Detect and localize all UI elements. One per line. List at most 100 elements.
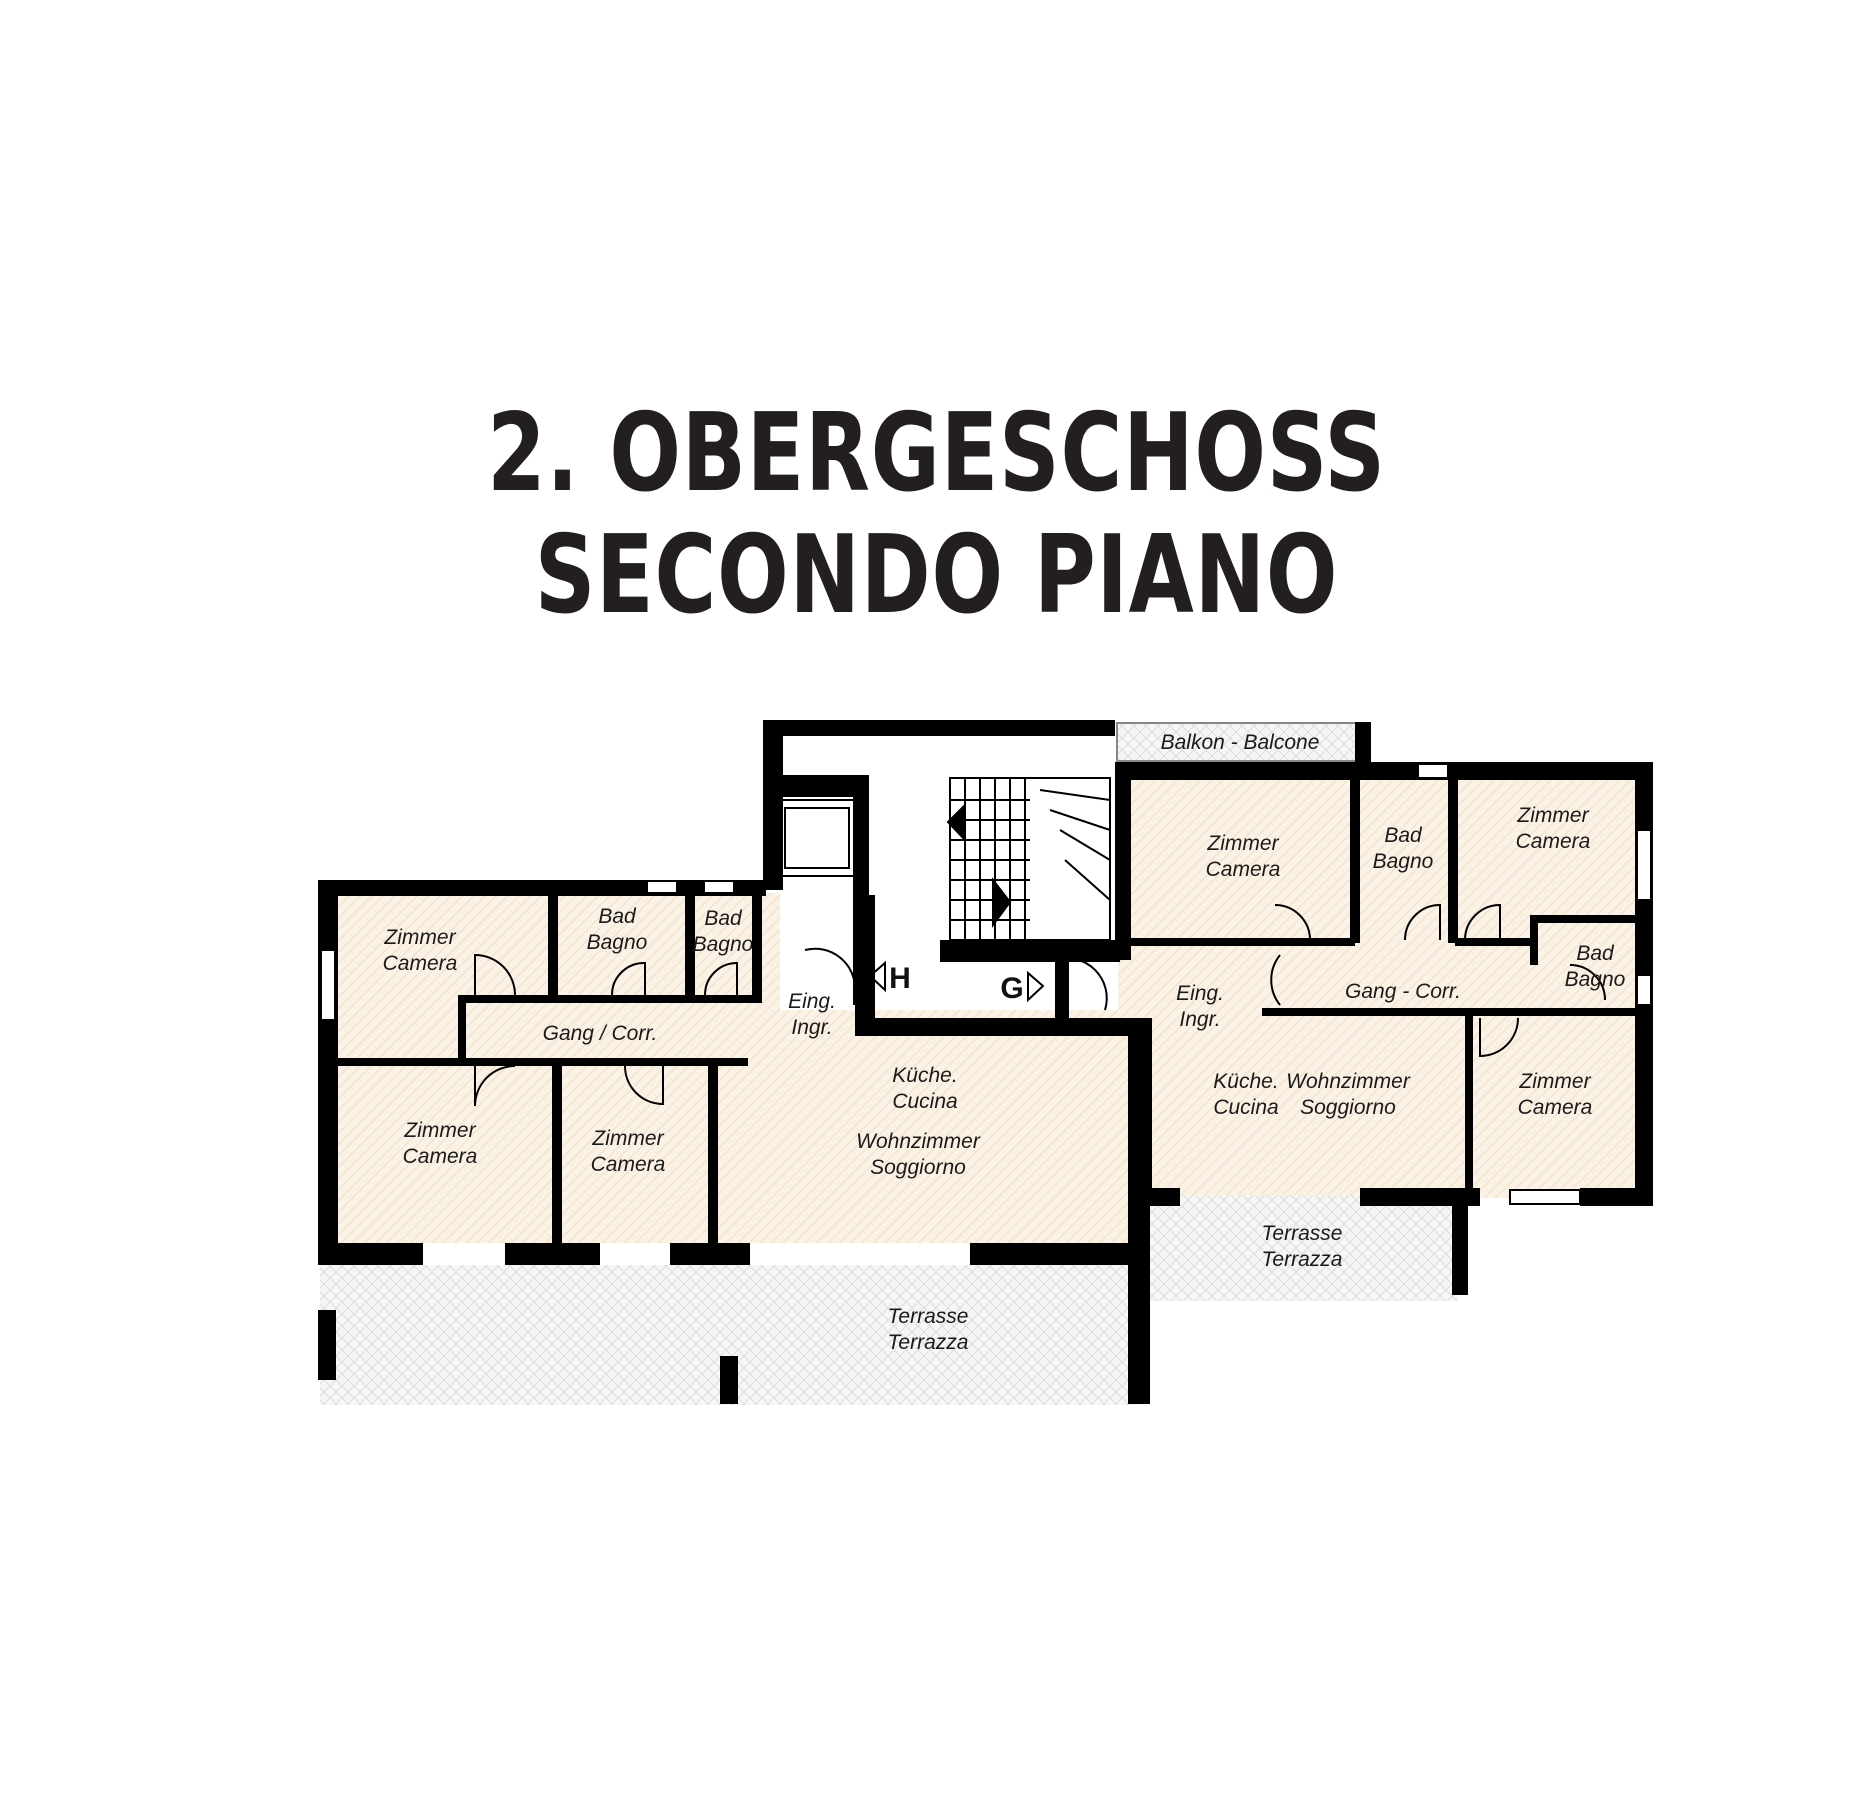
- east-terrace-floor: [1150, 1195, 1458, 1301]
- window: [1417, 763, 1449, 779]
- window: [703, 880, 735, 894]
- staircase: [946, 777, 1111, 941]
- room-label-e-wohn: Wohnzimmer: [1286, 1070, 1411, 1093]
- window: [646, 880, 678, 894]
- room-label-w-zimmer3: Zimmer: [591, 1127, 664, 1150]
- wall: [1448, 778, 1458, 943]
- stair-treads: [950, 778, 1111, 940]
- elevator: [777, 799, 857, 877]
- wall: [1115, 770, 1131, 960]
- wall: [552, 1062, 562, 1246]
- room-label-e-zimmer1: Zimmer: [1206, 832, 1279, 855]
- wall: [685, 893, 695, 1001]
- wall: [458, 995, 762, 1003]
- door: [1479, 1017, 1519, 1058]
- door: [1270, 954, 1281, 1006]
- room-label-w-kueche: Küche.: [892, 1064, 957, 1087]
- door: [1054, 957, 1108, 1011]
- room-label-e-terrasse: Terrazza: [1262, 1248, 1343, 1271]
- entrance-h-arrow: [868, 960, 886, 993]
- room-label-e-bad2: Bad: [1576, 942, 1615, 965]
- room-label-e-kueche: Küche.: [1213, 1070, 1278, 1093]
- wall: [970, 1243, 1150, 1265]
- wall: [318, 880, 338, 1260]
- wall: [752, 893, 762, 1001]
- east-apartment-floor: [1058, 780, 1640, 1198]
- room-label-e-zimmer2: Zimmer: [1516, 804, 1589, 827]
- room-label-e-zimmer1: Camera: [1206, 858, 1281, 881]
- floor-areas: [320, 722, 1640, 1405]
- entrance-g-label: G: [1000, 972, 1023, 1005]
- window: [1509, 1189, 1581, 1205]
- room-label-e-bad1: Bagno: [1373, 850, 1434, 873]
- room-label-w-eing: Eing.: [788, 990, 836, 1013]
- room-label-w-bad1: Bad: [598, 905, 637, 928]
- wall: [1115, 762, 1653, 780]
- wall: [1355, 722, 1371, 778]
- wall: [720, 1356, 738, 1404]
- plan-title-italian: SECONDO PIANO: [534, 513, 1339, 638]
- wall: [458, 995, 466, 1065]
- wall: [505, 1243, 600, 1265]
- window: [320, 949, 336, 1021]
- wall: [318, 880, 766, 896]
- room-label-w-bad2: Bagno: [693, 933, 754, 956]
- wall: [1360, 1188, 1480, 1206]
- wall: [708, 1062, 718, 1246]
- room-label-w-kueche: Cucina: [892, 1090, 957, 1113]
- wall: [1452, 1195, 1468, 1295]
- door: [624, 1065, 664, 1106]
- wall: [318, 1310, 336, 1380]
- plan-title-german: 2. OBERGESCHOSS: [487, 391, 1386, 516]
- room-label-e-gang: Gang - Corr.: [1345, 980, 1461, 1003]
- stair-arrow: [946, 802, 966, 843]
- wall: [763, 720, 783, 890]
- windows: [320, 763, 1652, 1205]
- wall: [1055, 945, 1069, 1025]
- room-label-w-terrasse: Terrasse: [888, 1305, 969, 1328]
- wall: [763, 775, 869, 797]
- wall: [763, 720, 1115, 736]
- room-label-w-wohn: Soggiorno: [870, 1156, 966, 1179]
- wall: [1128, 1380, 1150, 1404]
- window: [1636, 829, 1652, 901]
- room-label-e-eing: Eing.: [1176, 982, 1224, 1005]
- room-label-w-zimmer2: Camera: [403, 1145, 478, 1168]
- room-label-w-wohn: Wohnzimmer: [856, 1130, 981, 1153]
- door: [1569, 964, 1606, 1001]
- room-label-e-zimmer3: Zimmer: [1518, 1070, 1591, 1093]
- wall: [1138, 1018, 1152, 1203]
- room-label-w-bad1: Bagno: [587, 931, 648, 954]
- door: [474, 953, 516, 996]
- wall: [1262, 1008, 1477, 1016]
- room-label-e-kueche: Cucina: [1213, 1096, 1278, 1119]
- room-label-e-bad2: Bagno: [1565, 968, 1626, 991]
- wall: [338, 1058, 748, 1066]
- room-label-w-eing: Ingr.: [791, 1016, 832, 1039]
- door: [1274, 904, 1312, 941]
- doors: [474, 903, 1606, 1107]
- room-label-w-zimmer2: Zimmer: [403, 1119, 476, 1142]
- window: [1636, 974, 1652, 1006]
- balcony-floor: [1116, 722, 1358, 762]
- room-label-e-zimmer2: Camera: [1516, 830, 1591, 853]
- door: [804, 947, 857, 991]
- room-label-e-balkon: Balkon - Balcone: [1161, 731, 1320, 754]
- room-label-w-zimmer3: Camera: [591, 1153, 666, 1176]
- room-label-e-zimmer3: Camera: [1518, 1096, 1593, 1119]
- room-label-w-zimmer1: Camera: [383, 952, 458, 975]
- room-label-w-gang: Gang / Corr.: [543, 1022, 658, 1045]
- wall: [1455, 938, 1535, 946]
- entrance-g-arrow: [1027, 970, 1045, 1003]
- door: [1464, 903, 1501, 941]
- room-label-e-eing: Ingr.: [1179, 1008, 1220, 1031]
- wall: [940, 940, 1120, 962]
- room-label-w-bad2: Bad: [704, 907, 743, 930]
- wall: [1465, 1008, 1473, 1193]
- door: [474, 1065, 516, 1107]
- wall: [1125, 938, 1355, 946]
- elevator-cabin: [784, 807, 850, 869]
- entrance-markers: H G: [868, 960, 1045, 1005]
